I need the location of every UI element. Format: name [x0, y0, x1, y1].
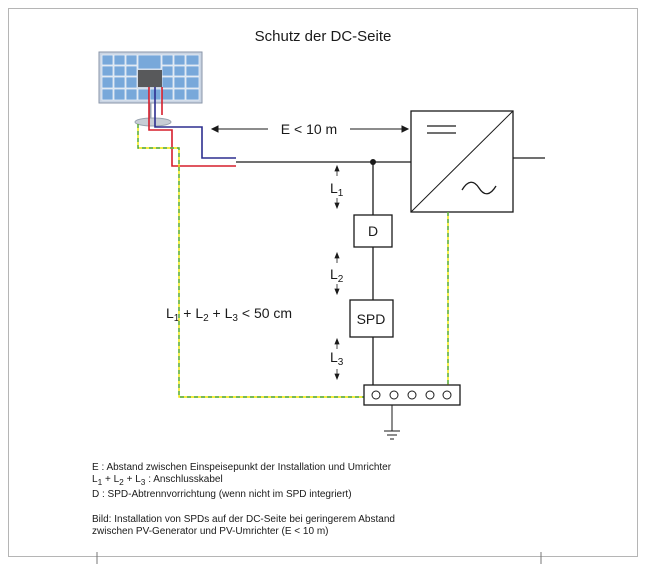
box-spd — [349, 299, 394, 338]
legend-line-l: L1 + L2 + L3 : Anschlusskabel — [92, 474, 223, 488]
legend: E : Abstand zwischen Einspeisepunkt der … — [92, 462, 562, 538]
box-d-label: D — [368, 223, 378, 239]
ground-icon — [384, 405, 400, 440]
distance-label: E < 10 m — [281, 121, 337, 137]
l3-marker — [334, 337, 340, 381]
caption-line-1: Bild: Installation von SPDs auf der DC-S… — [92, 513, 395, 525]
distance-arrow — [210, 125, 410, 133]
l2-label: L2 — [330, 266, 344, 285]
earth-conductors — [137, 124, 449, 398]
l2-marker — [334, 251, 340, 296]
box-spd-label: SPD — [357, 311, 386, 327]
legend-line-e: E : Abstand zwischen Einspeisepunkt der … — [92, 462, 392, 473]
sum-label: L1 + L2 + L3 < 50 cm — [166, 305, 292, 324]
l3-label: L3 — [330, 349, 344, 368]
dc-cables — [148, 87, 236, 167]
inverter-box — [410, 110, 514, 213]
diagram-title: Schutz der DC-Seite — [255, 28, 392, 45]
caption-line-2: zwischen PV-Generator und PV-Umrichter (… — [92, 526, 329, 538]
l1-label: L1 — [330, 180, 344, 199]
pv-panel-icon — [98, 51, 203, 127]
legend-line-d: D : SPD-Abtrennvorrichtung (wenn nicht i… — [92, 488, 352, 500]
earth-terminal-bar — [363, 384, 461, 406]
l1-marker — [334, 164, 340, 210]
